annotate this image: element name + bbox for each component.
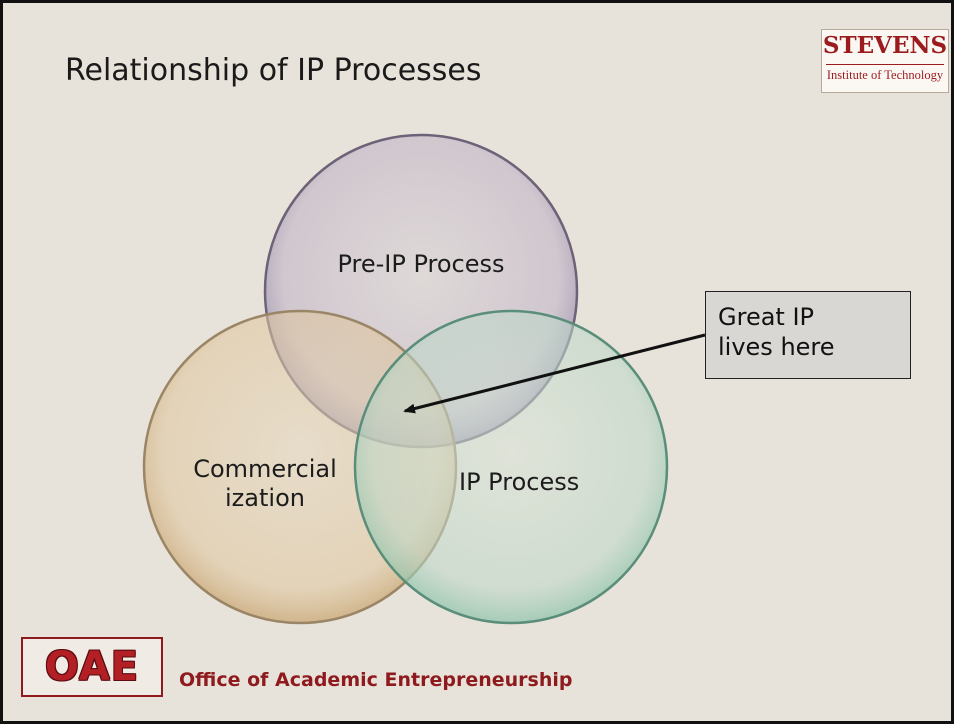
- label-pre-ip-process-line: Pre-IP Process: [337, 250, 505, 278]
- label-commercialization-line-1: Commercial: [193, 455, 337, 483]
- venn-diagram: [142, 133, 706, 625]
- stevens-logo-name: STEVENS: [822, 32, 948, 59]
- callout-arrow: [403, 333, 706, 414]
- slide-title: Relationship of IP Processes: [65, 53, 482, 88]
- label-pre-ip-process: Pre-IP Process: [301, 250, 541, 279]
- callout-box: Great IP lives here: [705, 291, 911, 379]
- label-ip-process-line: IP Process: [459, 468, 580, 496]
- label-commercialization: Commercial ization: [175, 455, 355, 513]
- label-commercialization-line-2: ization: [225, 484, 305, 512]
- callout-line-1: Great IP: [718, 303, 814, 331]
- label-ip-process: IP Process: [459, 468, 629, 497]
- stevens-logo-subtitle: Institute of Technology: [826, 68, 944, 82]
- callout-line-2: lives here: [718, 333, 835, 361]
- oae-logo: OAE: [21, 637, 163, 697]
- stevens-logo: STEVENS Institute of Technology: [821, 29, 949, 93]
- stevens-logo-rule: [826, 64, 944, 65]
- oae-logo-text: OAE: [44, 644, 140, 690]
- circle-ip-process: [353, 309, 669, 625]
- footer-text: Office of Academic Entrepreneurship: [179, 669, 573, 691]
